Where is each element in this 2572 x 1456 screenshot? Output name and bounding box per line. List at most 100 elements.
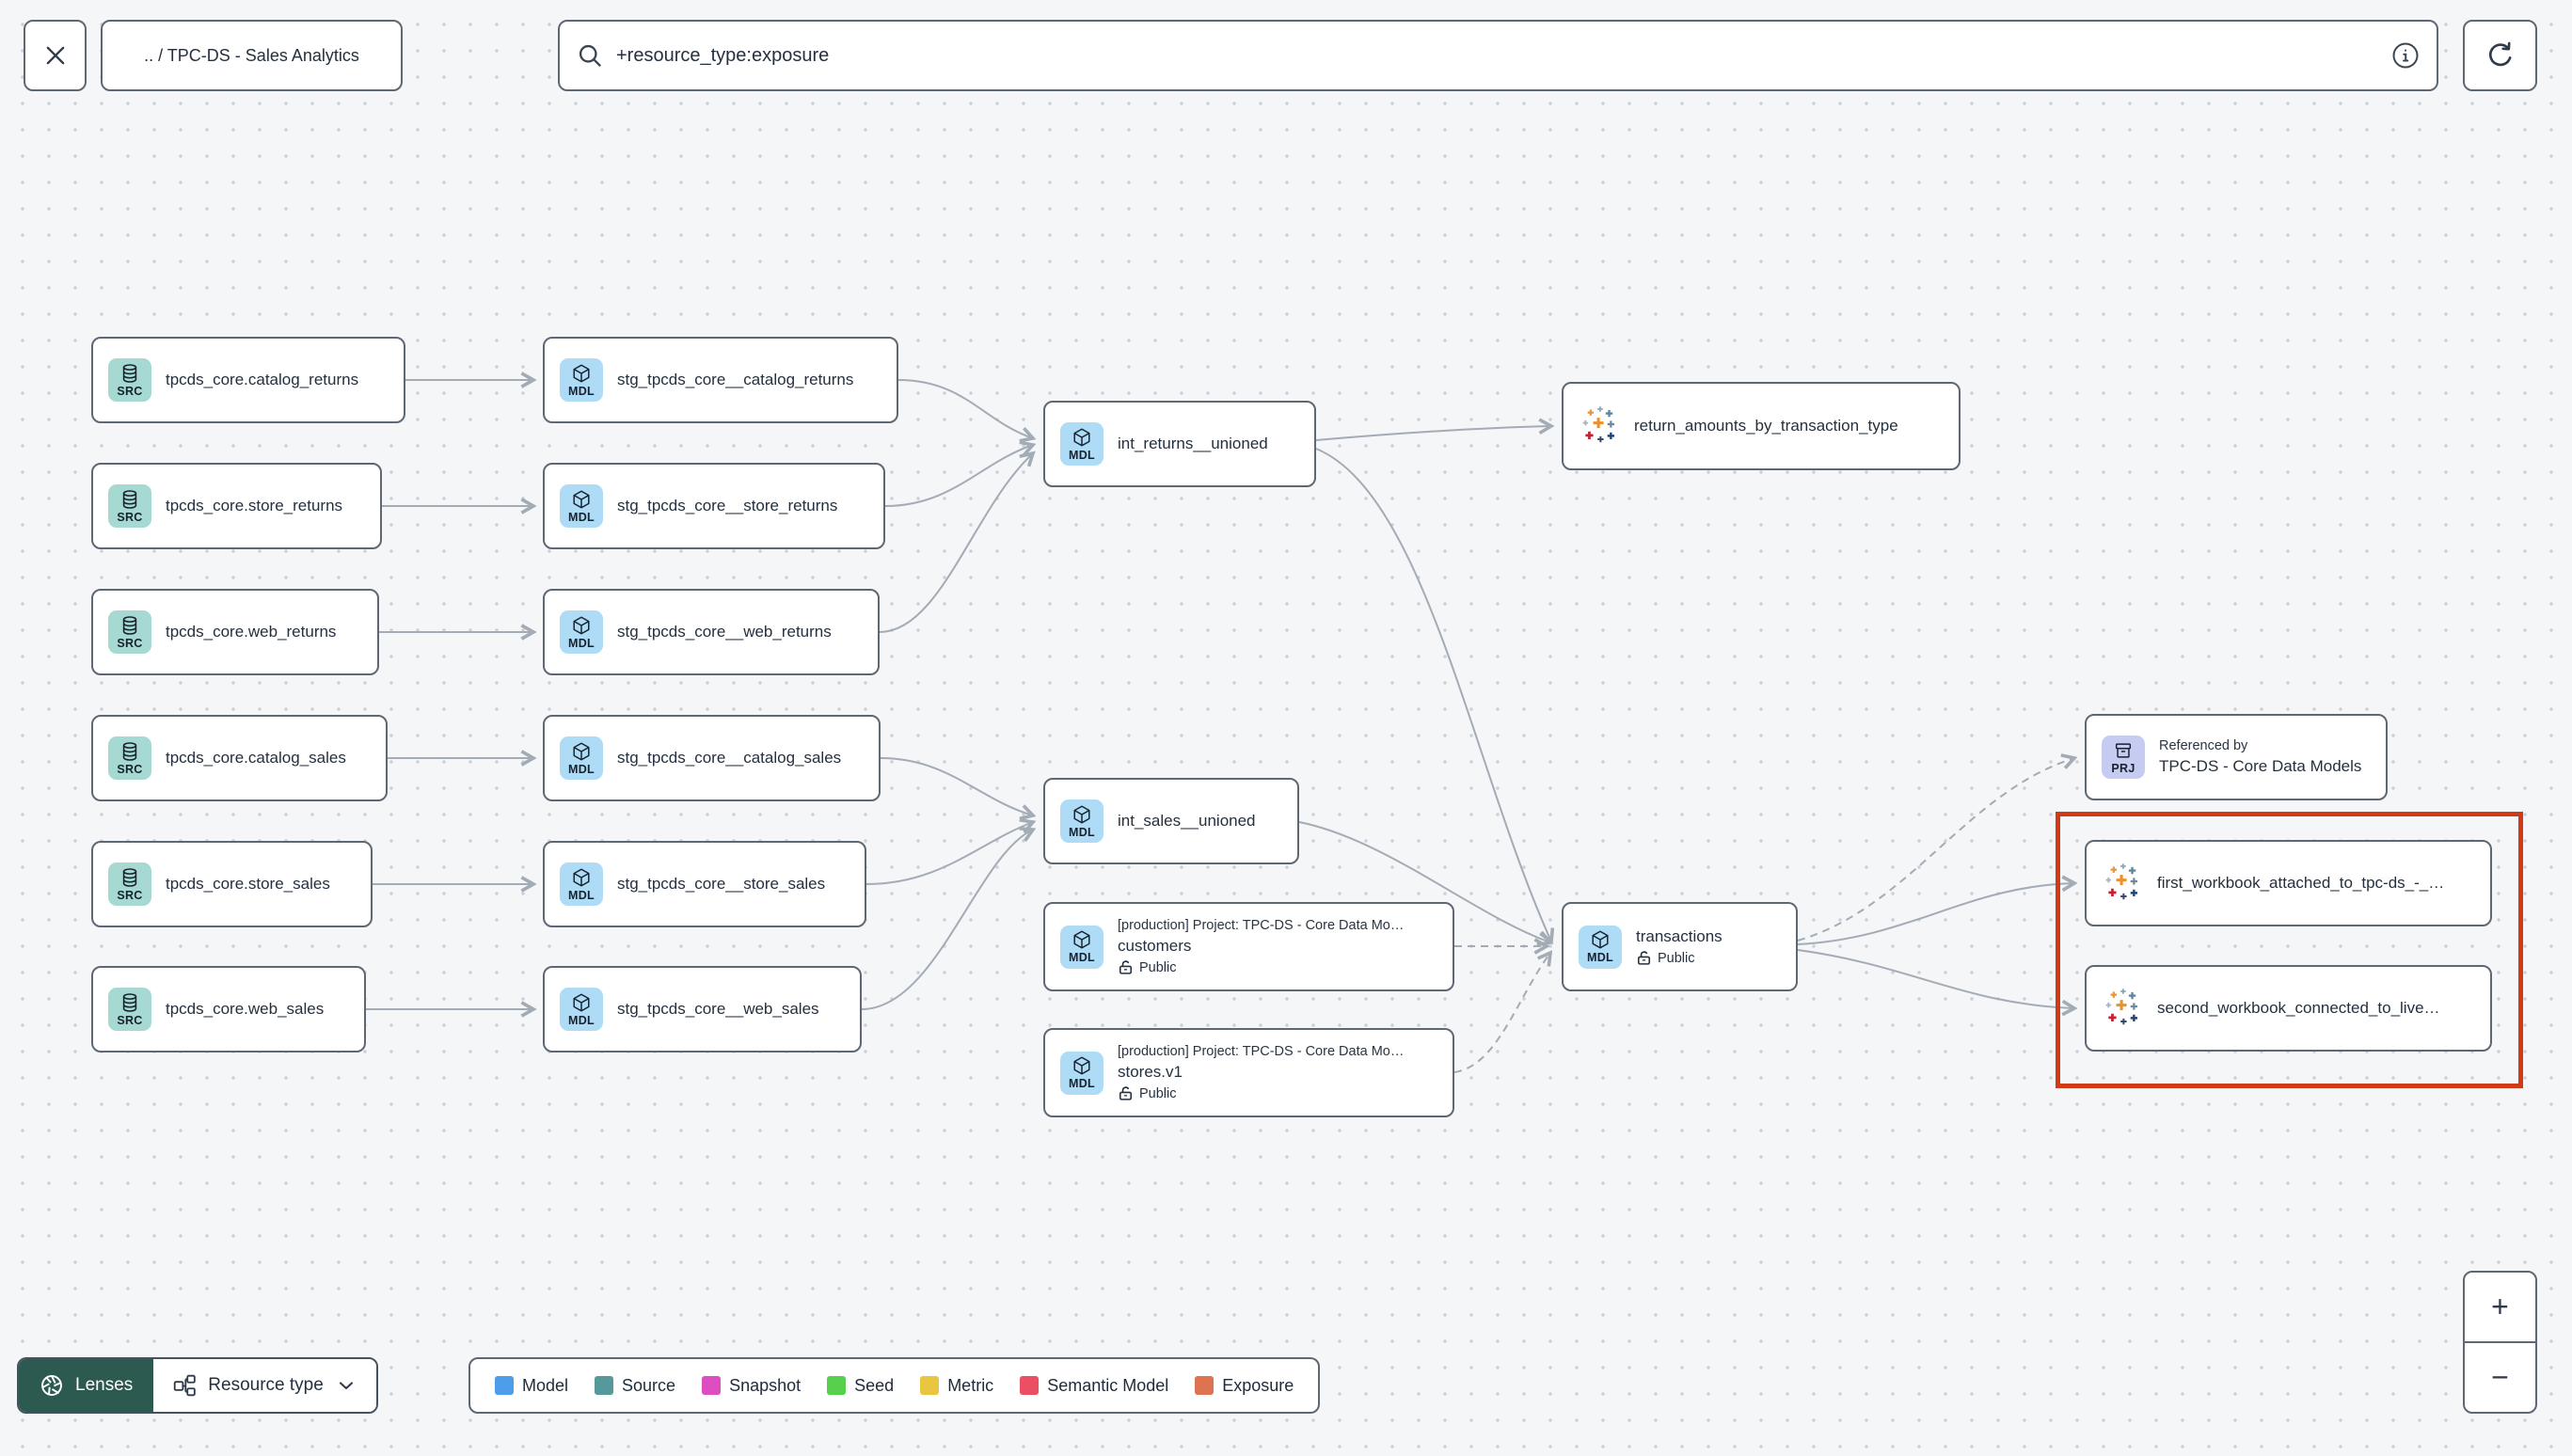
node-label: first_workbook_attached_to_tpc-ds_-_…: [2157, 874, 2445, 892]
access-row: Public: [1118, 1085, 1404, 1101]
mdl-badge: MDL: [560, 610, 603, 654]
edge-e-transactions-workbook1: [1797, 883, 2074, 945]
database-icon: [122, 992, 137, 1012]
edge-e-stg4-intsal: [880, 757, 1033, 815]
lenses-button[interactable]: Lenses: [19, 1359, 154, 1412]
access-label: Public: [1658, 950, 1695, 966]
access-row: Public: [1118, 959, 1404, 975]
badge-label: MDL: [568, 510, 595, 524]
resource-type-icon: [174, 1374, 197, 1397]
mdl-badge: MDL: [1060, 422, 1103, 466]
unlock-icon: [1119, 960, 1133, 974]
graph-node-stores-v1[interactable]: MDL[production] Project: TPC-DS - Core D…: [1043, 1028, 1454, 1117]
node-label: int_returns__unioned: [1118, 435, 1268, 452]
legend-swatch: [1020, 1376, 1040, 1395]
tableau-icon: [2105, 863, 2138, 899]
badge-label: MDL: [568, 1013, 595, 1027]
zoom-controls: + −: [2463, 1271, 2537, 1414]
node-label: stg_tpcds_core__web_sales: [617, 1000, 819, 1018]
legend-item-metric: Metric: [920, 1376, 993, 1396]
graph-node-return-amounts-exposure[interactable]: return_amounts_by_transaction_type: [1562, 382, 1961, 470]
mdl-badge: MDL: [1579, 925, 1622, 969]
node-label: stg_tpcds_core__catalog_returns: [617, 371, 854, 388]
node-label: TPC-DS - Core Data Models: [2159, 757, 2362, 775]
search-icon: [579, 44, 601, 67]
badge-label: SRC: [117, 510, 143, 524]
resource-type-dropdown[interactable]: Resource type: [153, 1359, 376, 1412]
badge-label: SRC: [117, 636, 143, 650]
src-badge: SRC: [108, 358, 151, 402]
close-button[interactable]: [24, 20, 87, 91]
zoom-out-button[interactable]: −: [2465, 1341, 2535, 1412]
mdl-badge: MDL: [1060, 799, 1103, 843]
legend-item-seed: Seed: [827, 1376, 894, 1396]
breadcrumb[interactable]: .. / TPC-DS - Sales Analytics: [101, 20, 403, 91]
src-badge: SRC: [108, 988, 151, 1031]
unlock-icon: [1637, 951, 1651, 965]
info-icon[interactable]: [2391, 41, 2420, 70]
edge-e-stg6-intsal: [861, 830, 1033, 1010]
badge-label: MDL: [568, 384, 595, 398]
node-project-meta: [production] Project: TPC-DS - Core Data…: [1118, 918, 1405, 933]
node-text: [production] Project: TPC-DS - Core Data…: [1118, 918, 1404, 975]
legend-item-source: Source: [595, 1376, 675, 1396]
mdl-badge: MDL: [560, 358, 603, 402]
selection-highlight-box: [2056, 812, 2523, 1088]
badge-label: MDL: [1069, 951, 1095, 965]
legend-label: Seed: [854, 1375, 895, 1395]
badge-label: MDL: [568, 762, 595, 776]
node-label: stg_tpcds_core__store_returns: [617, 497, 838, 514]
lenses-control-group: Lenses Resource type: [17, 1357, 378, 1414]
refresh-button[interactable]: [2463, 20, 2537, 91]
badge-label: MDL: [568, 636, 595, 650]
edge-e-intsal-transactions: [1298, 821, 1550, 942]
access-label: Public: [1139, 1085, 1177, 1101]
mdl-badge: MDL: [560, 484, 603, 528]
badge-label: MDL: [1069, 448, 1095, 462]
access-row: Public: [1636, 950, 1723, 966]
graph-node-second-workbook-exposure[interactable]: second_workbook_connected_to_live…: [2085, 965, 2492, 1052]
cube-icon: [1073, 428, 1090, 447]
graph-node-src-store-returns[interactable]: SRC tpcds_core.store_returns: [91, 463, 382, 549]
zoom-in-button[interactable]: +: [2465, 1273, 2535, 1341]
node-label: tpcds_core.store_returns: [166, 497, 343, 514]
close-icon: [46, 46, 64, 65]
tableau-exposure-icon: [2102, 986, 2143, 1032]
badge-label: MDL: [1069, 1077, 1095, 1091]
badge-label: MDL: [1587, 951, 1613, 965]
graph-node-int-returns-unioned[interactable]: MDL int_returns__unioned: [1043, 401, 1316, 487]
node-label: customers: [1118, 937, 1192, 955]
legend-label: Metric: [947, 1375, 994, 1395]
badge-label: SRC: [117, 1013, 143, 1027]
graph-node-stg-catalog-returns[interactable]: MDL stg_tpcds_core__catalog_returns: [543, 337, 898, 423]
graph-node-first-workbook-exposure[interactable]: first_workbook_attached_to_tpc-ds_-_…: [2085, 840, 2492, 926]
graph-node-customers[interactable]: MDL [production] Project: TPC-DS - Core D…: [1043, 902, 1454, 991]
search-input[interactable]: [614, 43, 2380, 68]
graph-node-int-sales-unioned[interactable]: MDL int_sales__unioned: [1043, 778, 1299, 864]
cube-icon: [573, 993, 590, 1012]
graph-node-stg-web-sales[interactable]: MDL stg_tpcds_core__web_sales: [543, 966, 862, 1052]
graph-node-stg-store-returns[interactable]: MDL stg_tpcds_core__store_returns: [543, 463, 885, 549]
search-bar: [558, 20, 2438, 91]
cube-icon: [1073, 1056, 1090, 1075]
legend-item-exposure: Exposure: [1195, 1376, 1294, 1396]
badge-label: MDL: [1069, 825, 1095, 839]
node-label: return_amounts_by_transaction_type: [1634, 417, 1898, 435]
legend-item-snapshot: Snapshot: [702, 1376, 801, 1396]
database-icon: [122, 867, 137, 887]
cube-icon: [573, 868, 590, 887]
node-label: int_sales__unioned: [1118, 812, 1256, 830]
